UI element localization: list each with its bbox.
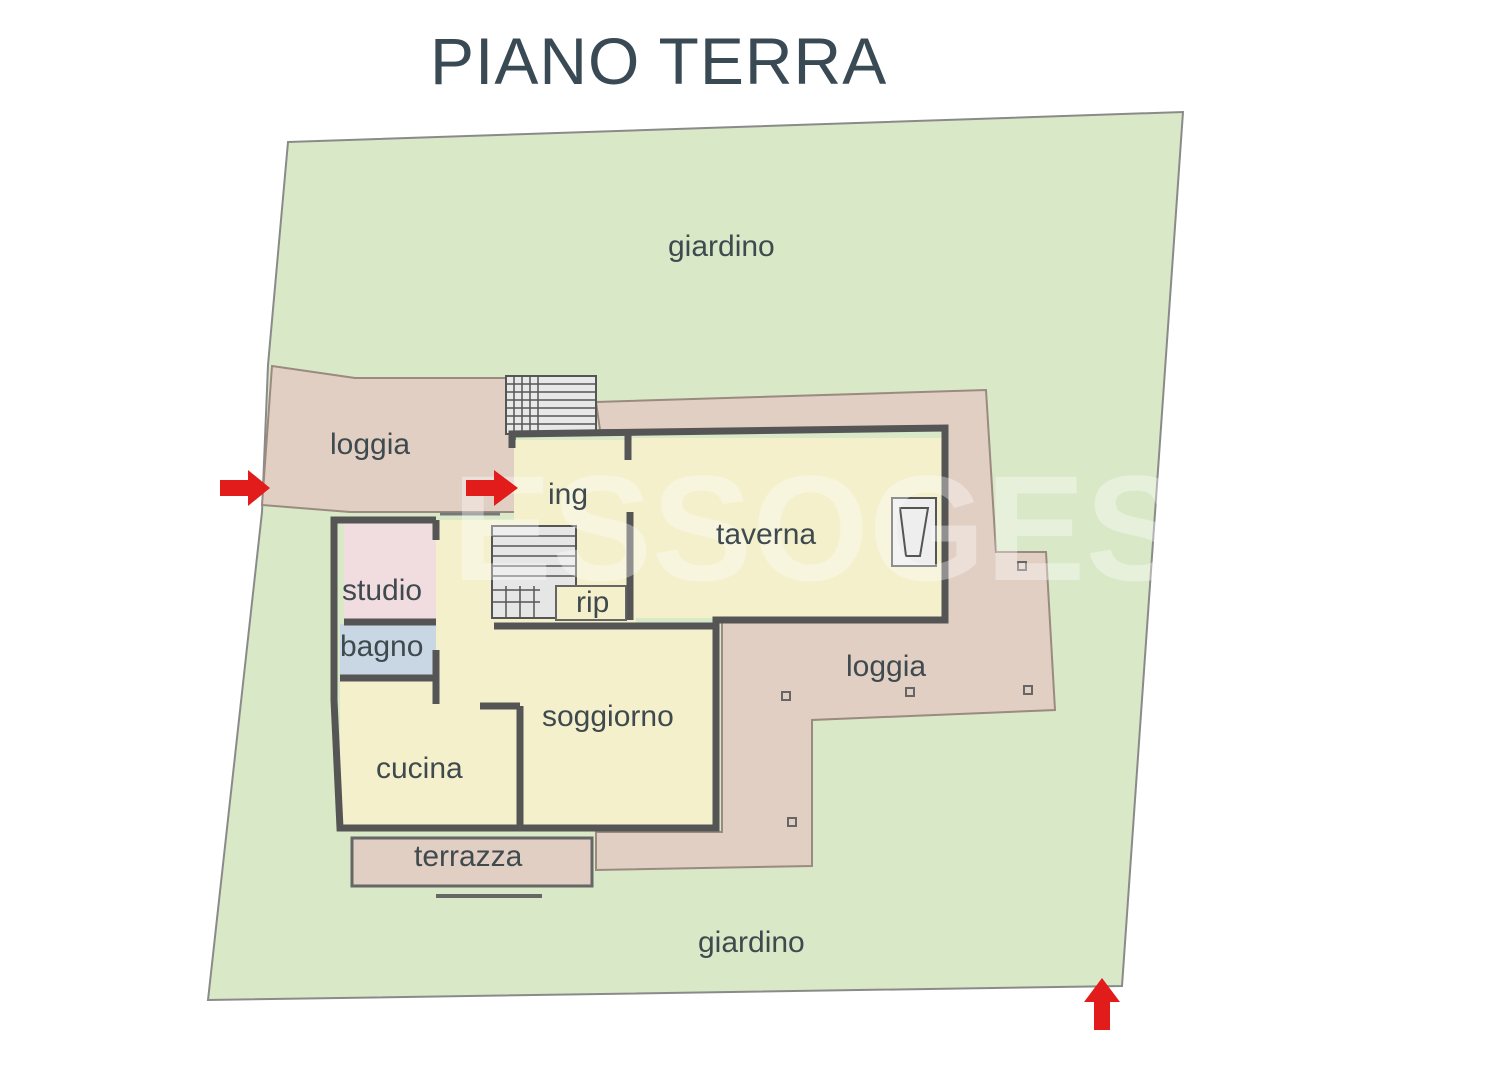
label-bagno: bagno [340,630,423,663]
bagno-area [340,624,436,676]
label-soggiorno: soggiorno [542,700,674,733]
entrance-arrow-ing-icon [466,470,518,506]
entrance-arrow-bottom-icon [1084,978,1120,1030]
label-giardino-top: giardino [668,230,775,263]
soggiorno-area [436,628,716,828]
label-giardino-bottom: giardino [698,926,805,959]
label-cucina: cucina [376,752,463,785]
studio-area [344,524,436,622]
stairs-interior [491,525,577,619]
label-taverna: taverna [716,518,816,551]
taverna-area [632,438,942,618]
label-loggia-right: loggia [846,650,926,683]
label-studio: studio [342,574,422,607]
entrance-arrow-left-icon [220,470,270,506]
fireplace [891,497,937,567]
ing-area [514,440,634,520]
label-terrazza: terrazza [414,840,523,873]
watermark: ESSOGES [452,444,1186,612]
rip-area [555,585,627,621]
pillars [781,561,1033,827]
label-loggia-left: loggia [330,428,410,461]
stairs-exterior [505,375,597,435]
terrazza-area [350,836,594,888]
label-ing: ing [548,478,588,511]
label-rip: rip [576,586,609,619]
page-title: PIANO TERRA [430,24,888,98]
walls [330,424,949,832]
